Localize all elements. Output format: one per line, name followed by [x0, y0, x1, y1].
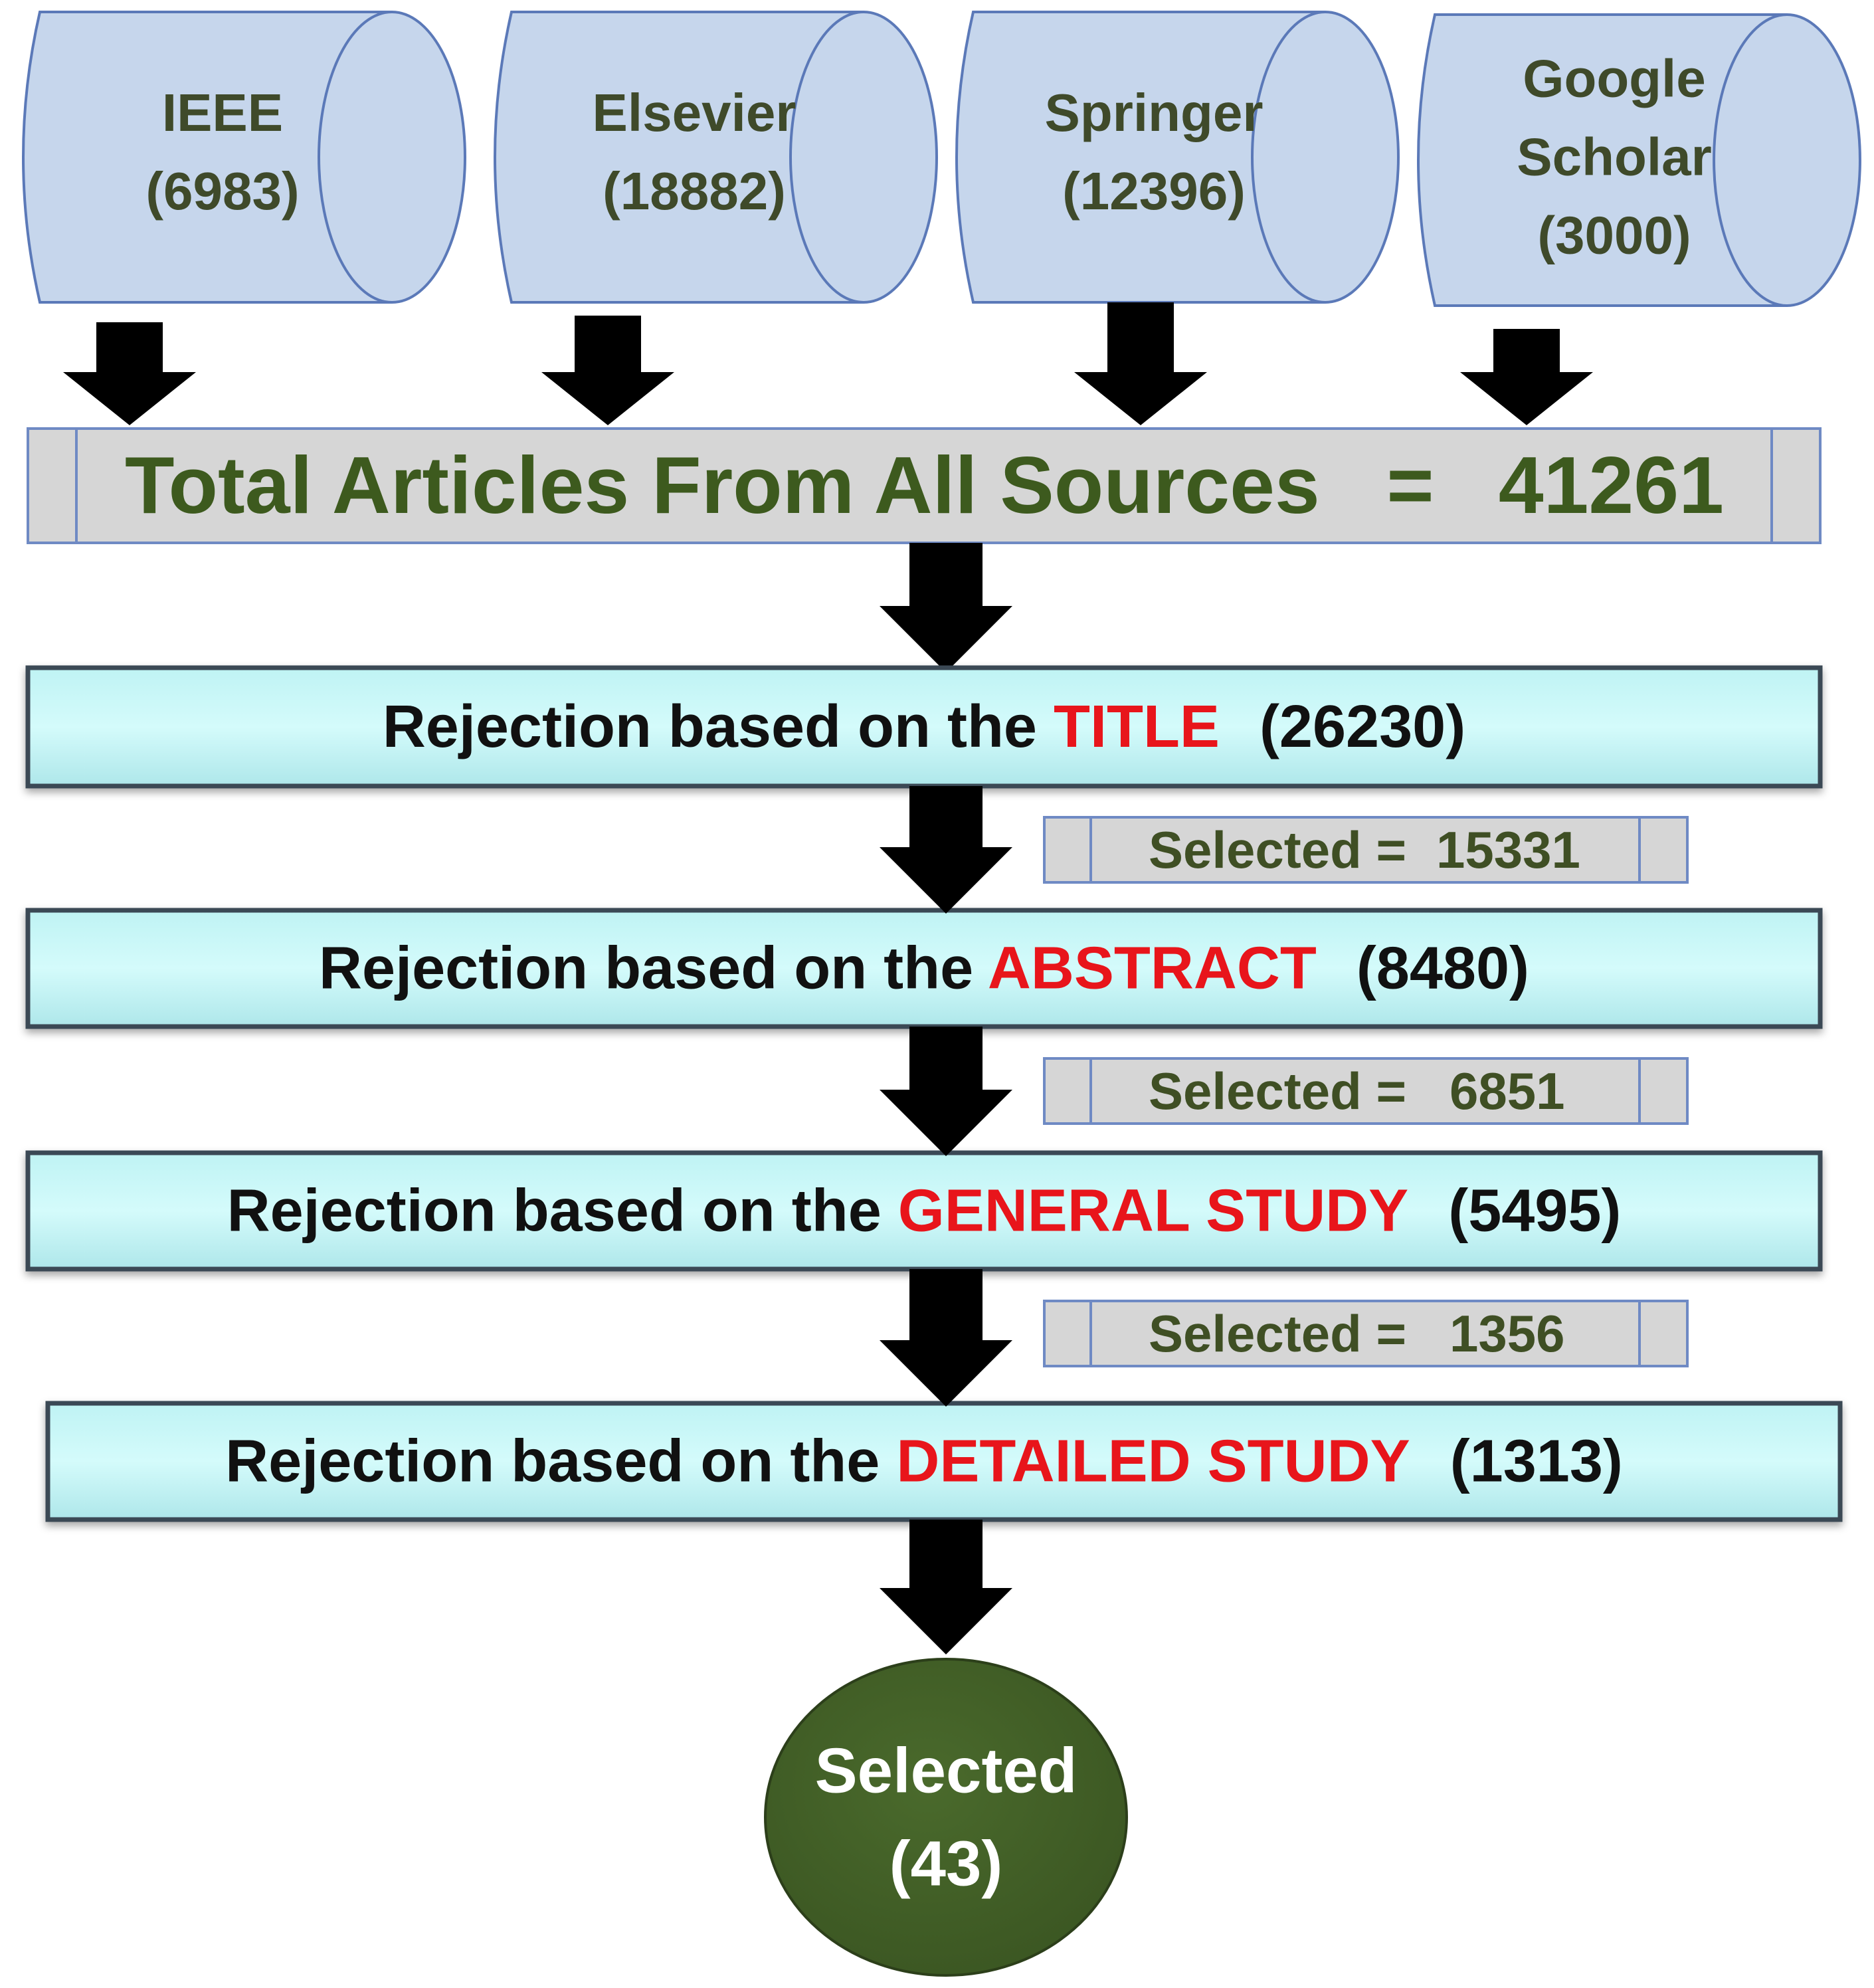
- rejection-stage-1: Rejection based on the TITLE (26230): [25, 665, 1823, 789]
- cylinder-body: [955, 11, 1400, 304]
- source-label-line: (6983): [145, 161, 299, 221]
- total-articles-box: Total Articles From All Sources = 41261: [27, 427, 1822, 544]
- total-value: 41261: [1499, 440, 1724, 530]
- rejection-stage-3: Rejection based on the GENERAL STUDY (549…: [25, 1150, 1823, 1272]
- stage-count: (8480): [1357, 936, 1529, 1002]
- selected-label: Selected =: [1149, 1062, 1406, 1120]
- selected-value: 15331: [1436, 821, 1580, 879]
- stage-prefix: Rejection based on the: [225, 1429, 896, 1495]
- arrow-to-general-study-stage: [880, 1027, 1012, 1156]
- cylinder-end: [318, 11, 393, 304]
- stage-count: (1313): [1450, 1429, 1623, 1495]
- source-database-2: Elsevier (18882): [494, 11, 938, 304]
- stage-count: (26230): [1260, 694, 1465, 760]
- stage-prefix: Rejection based on the: [383, 694, 1054, 760]
- stage-keyword: ABSTRACT: [988, 936, 1317, 1002]
- arrow-from-elsevier: [541, 316, 674, 425]
- stage-keyword: DETAILED STUDY: [896, 1429, 1410, 1495]
- final-selected-label: Selected: [815, 1736, 1078, 1807]
- selected-label: Selected =: [1149, 1304, 1406, 1363]
- cylinder-end: [789, 11, 864, 304]
- source-label-line: Springer: [1045, 83, 1264, 142]
- total-equals: =: [1386, 440, 1434, 530]
- source-label-line: (12396): [1062, 161, 1246, 221]
- arrow-from-ieee: [63, 322, 196, 425]
- stage-prefix: Rejection based on the: [227, 1178, 898, 1244]
- source-label-line: IEEE: [162, 83, 283, 142]
- total-label: Total Articles From All Sources: [125, 440, 1320, 530]
- rejection-stage-4: Rejection based on the DETAILED STUDY (13…: [45, 1401, 1843, 1522]
- cylinder-body: [1417, 13, 1861, 307]
- source-label-line: Elsevier: [593, 83, 796, 142]
- source-label-line: (3000): [1537, 206, 1691, 265]
- cylinder-end: [1713, 13, 1788, 307]
- stage-prefix: Rejection based on the: [319, 936, 988, 1002]
- stage-text: Rejection based on the ABSTRACT (8480): [319, 936, 1529, 1002]
- source-label-line: Scholar: [1517, 128, 1711, 187]
- arrow-to-abstract-stage: [880, 786, 1012, 914]
- rejection-stage-2: Rejection based on the ABSTRACT (8480): [25, 908, 1823, 1029]
- stage-keyword: TITLE: [1054, 694, 1220, 760]
- arrow-to-detailed-study-stage: [880, 1269, 1012, 1407]
- arrow-to-title-stage: [880, 543, 1012, 672]
- cylinder-end: [1251, 11, 1326, 304]
- cylinder-body: [22, 11, 466, 304]
- selected-count-box-1: Selected = 15331: [1043, 816, 1689, 884]
- arrow-from-springer: [1074, 302, 1207, 425]
- source-label-line: (18882): [603, 161, 786, 221]
- selected-label: Selected =: [1149, 821, 1406, 879]
- stage-count: (5495): [1448, 1178, 1621, 1244]
- selected-value: 1356: [1450, 1304, 1565, 1363]
- source-label-line: Google: [1523, 49, 1706, 108]
- stage-keyword: GENERAL STUDY: [898, 1178, 1408, 1244]
- selected-count-box-3: Selected = 1356: [1043, 1300, 1689, 1367]
- final-selected-node: Selected (43): [764, 1658, 1128, 1977]
- arrow-from-google-scholar: [1460, 329, 1593, 425]
- stage-text: Rejection based on the DETAILED STUDY (13…: [225, 1429, 1623, 1495]
- source-database-3: Springer (12396): [955, 11, 1400, 304]
- final-selected-count: (43): [890, 1829, 1003, 1900]
- selected-count-box-2: Selected = 6851: [1043, 1057, 1689, 1125]
- cylinder-body: [494, 11, 938, 304]
- source-database-1: IEEE (6983): [22, 11, 466, 304]
- stage-text: Rejection based on the GENERAL STUDY (549…: [227, 1178, 1622, 1244]
- selected-value: 6851: [1450, 1062, 1565, 1120]
- stage-text: Rejection based on the TITLE (26230): [383, 694, 1465, 760]
- arrow-to-final-selected: [880, 1520, 1012, 1654]
